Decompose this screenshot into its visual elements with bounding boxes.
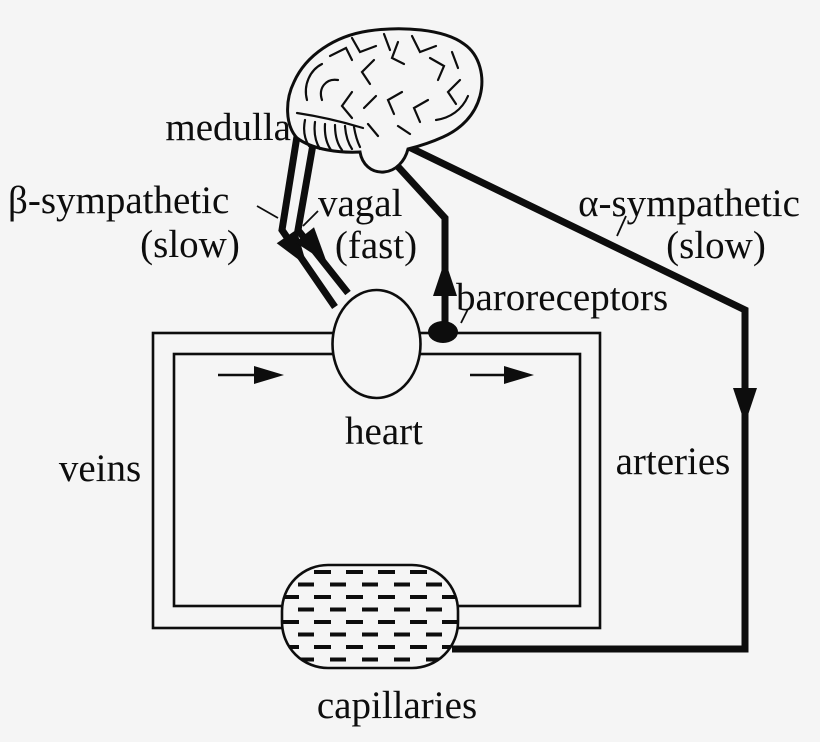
arrow-right-icon (254, 366, 284, 384)
vagal-label-tick (302, 210, 319, 227)
cerebellum-hatching (295, 111, 365, 152)
veins-label: veins (59, 447, 141, 490)
alpha-sympathetic-speed-label: (slow) (666, 224, 766, 267)
brain-gyri-lines (304, 32, 470, 138)
capillary-stipple-pattern (282, 565, 458, 668)
flow-arrow-left (218, 366, 284, 384)
alpha-sympathetic-nerve-line (378, 129, 757, 653)
flow-arrow-right (470, 366, 534, 384)
arrow-right-icon (504, 366, 534, 384)
baroreceptor-label-tick (460, 308, 469, 324)
arrowhead-icon (276, 229, 307, 266)
beta-sympathetic-nerve-line (276, 129, 338, 309)
capillaries-node (280, 563, 460, 670)
beta-sympathetic-label: β-sympathetic (8, 179, 229, 222)
arrowhead-down-icon (733, 388, 757, 424)
arteries-label: arteries (616, 440, 731, 483)
capillaries-label: capillaries (317, 684, 477, 727)
baroreceptors-label: baroreceptors (456, 276, 668, 319)
heart-node (331, 288, 422, 400)
alpha-label-tick (616, 215, 627, 237)
vagal-speed-label: (fast) (335, 224, 417, 267)
vagal-label: vagal (318, 182, 403, 225)
beta-sympathetic-speed-label: (slow) (140, 223, 240, 266)
alpha-sympathetic-label: α-sympathetic (578, 182, 800, 225)
heart-label: heart (345, 410, 423, 453)
medulla-label: medulla (165, 106, 291, 149)
vagal-nerve-line (294, 132, 351, 296)
beta-label-tick (256, 205, 279, 219)
arrowhead-icon (295, 227, 327, 263)
arrowhead-up-icon (433, 260, 457, 296)
baroreceptor-dot (428, 321, 458, 343)
brain-illustration (286, 27, 484, 174)
